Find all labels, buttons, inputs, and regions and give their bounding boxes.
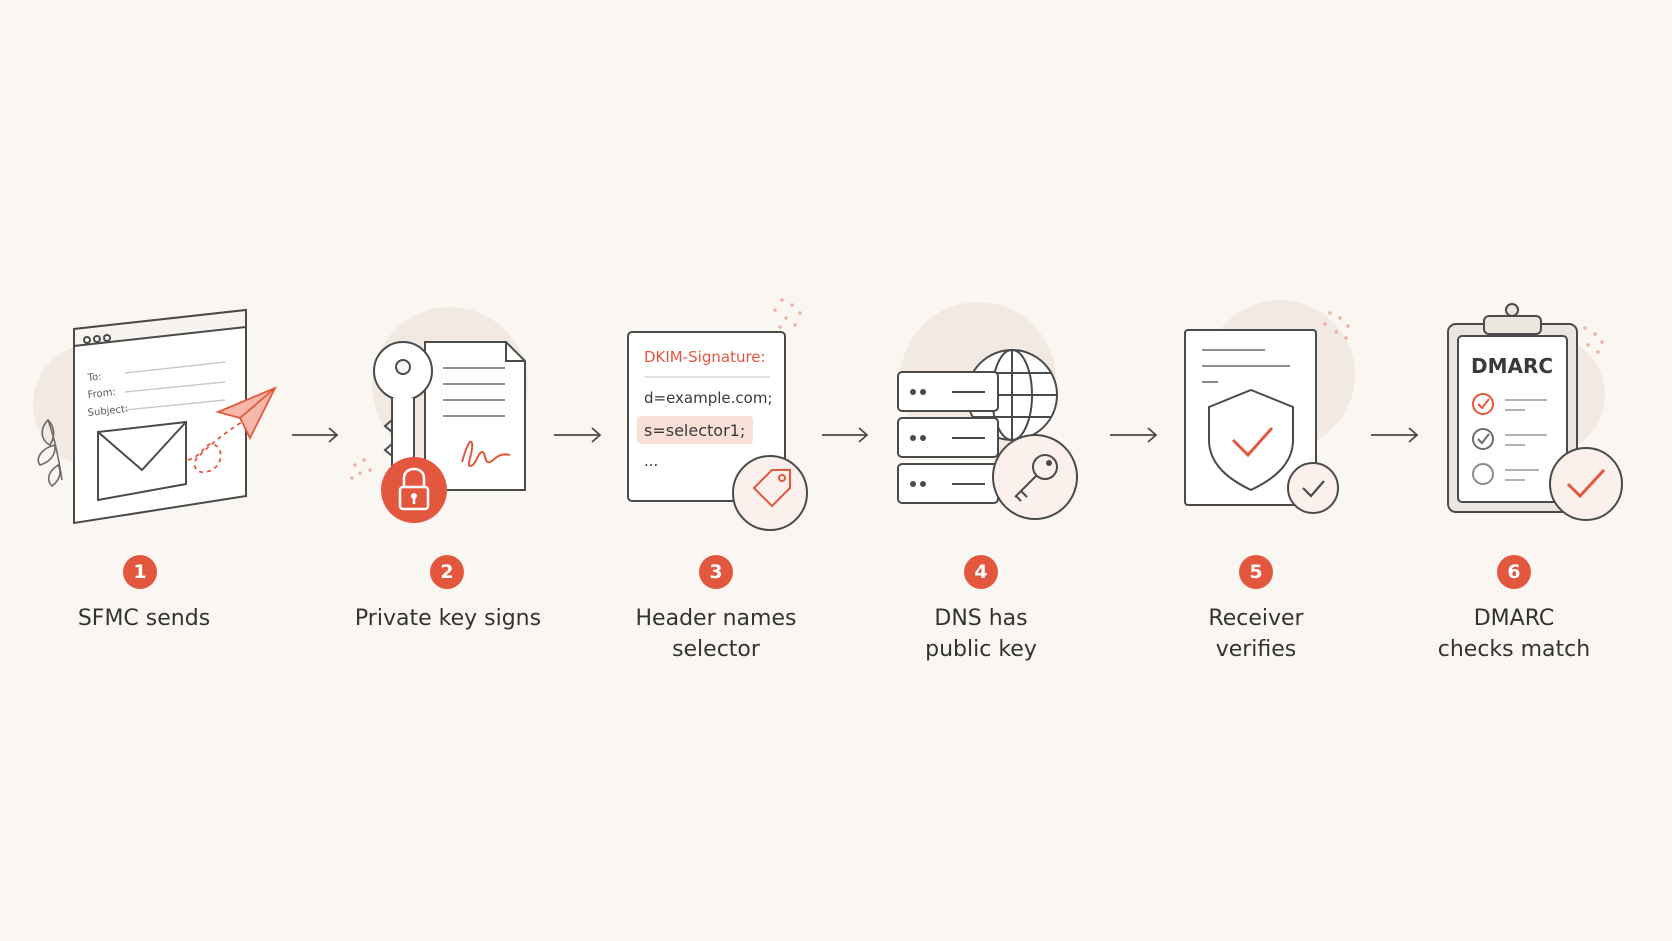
step-number-badge: 3 [699,555,733,589]
lock-icon [381,457,447,523]
dot-decoration [350,298,1604,480]
step-label-receiver-verifies: Receiver verifies [1208,606,1304,662]
arrow-right-icon [292,427,339,443]
email-window-icon [37,308,277,525]
dkim-selector-text: s=selector1; [644,421,745,440]
step-label-dmarc-checks-match: DMARC checks match [1437,606,1591,662]
step-label-header-names-selector: Header names selector [635,606,797,662]
arrow-right-icon [822,427,869,443]
step-number-badge: 1 [123,555,157,589]
paper-plane-icon [215,386,277,441]
dkim-signature-card [627,331,786,502]
step-label-sfmc-sends: SFMC sends [77,606,211,631]
signature-icon [461,440,511,468]
email-from-label: From: [87,387,116,401]
arrow-right-icon [1110,427,1158,443]
arrow-right-icon [1371,427,1419,443]
check-badge-icon [1287,462,1339,514]
step-number-badge: 2 [430,555,464,589]
clipboard-icon [1447,303,1623,521]
server-stack-icon [897,371,999,504]
tag-icon [732,455,808,531]
arrow-right-icon [554,427,602,443]
step-number-badge: 6 [1497,555,1531,589]
dkim-ellipsis-text: ... [644,452,658,470]
leaf-sprig-icon [37,418,63,488]
key-badge-icon [992,434,1078,520]
document-icon [424,341,526,491]
step-number-badge: 5 [1239,555,1273,589]
dmarc-card-title: DMARC [1471,354,1553,378]
step-label-dns-has-public-key: DNS has public key [925,606,1037,662]
step-label-private-key-signs: Private key signs [354,606,542,631]
email-subject-label: Subject: [87,404,129,419]
dkim-header-text: DKIM-Signature: [644,348,766,366]
email-to-label: To: [86,372,102,384]
dkim-domain-text: d=example.com; [644,389,773,407]
shield-check-icon [1208,388,1294,492]
step-number-badge: 4 [964,555,998,589]
